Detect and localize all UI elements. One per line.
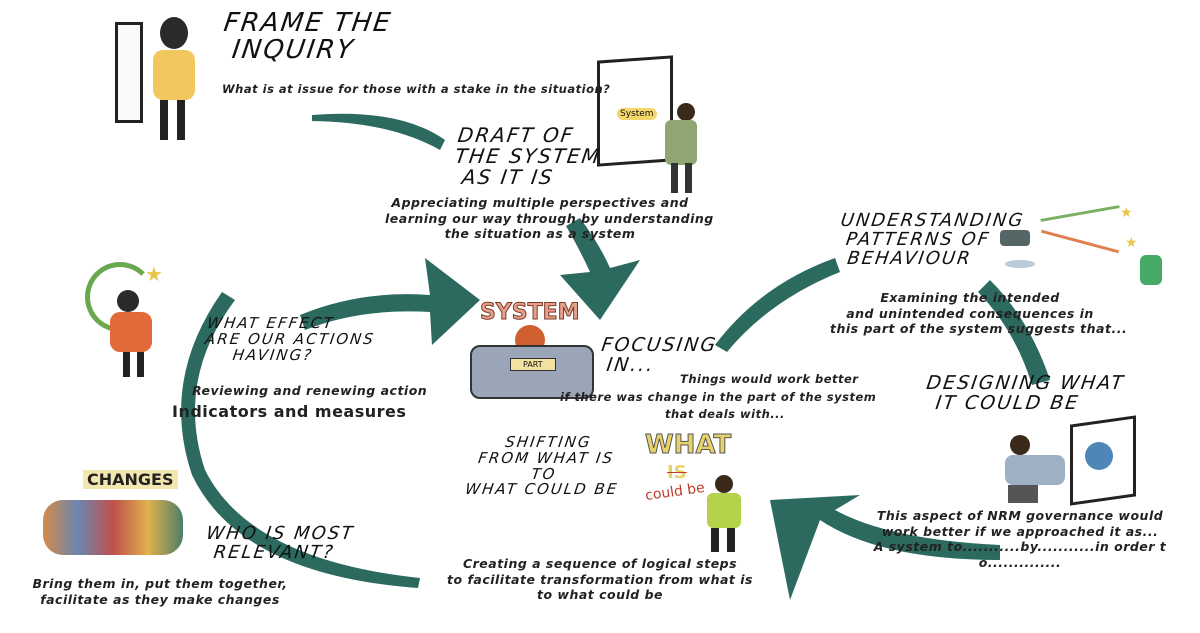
- is-word-crossed: IS: [667, 462, 687, 483]
- whiteboard-system-word: System: [617, 108, 657, 120]
- what-word: WHAT: [644, 430, 732, 461]
- title-line: Focusing: [599, 334, 719, 356]
- arrow-patterns-to-designing: [978, 280, 1050, 385]
- system-machine-illustration: SYSTEM PART: [470, 300, 595, 405]
- description-line: learning our way through by understandin…: [385, 210, 714, 226]
- frame-inquiry-title: Frame the Inquiry: [218, 8, 394, 66]
- shifting-title: Shifting from what is to what could be: [451, 433, 640, 499]
- focusing-in-description-line-2: if there was change in the part of the s…: [560, 390, 877, 404]
- designing-illustration: [990, 415, 1140, 506]
- focusing-in-description-line-3: that deals with...: [665, 407, 785, 421]
- description-line: Bring them in, put them together,: [32, 576, 288, 591]
- who-relevant-description: Bring them in, put them together, facili…: [30, 576, 290, 607]
- focusing-in-description-line-1: Things would work better: [680, 372, 859, 386]
- star-icon: ★: [1120, 205, 1133, 221]
- patterns-illustration: ★ ★: [1000, 200, 1170, 300]
- whiteboard-system-illustration: System: [597, 55, 717, 193]
- designing-description: This aspect of NRM governance would work…: [845, 508, 1195, 571]
- title-line: Designing what: [924, 372, 1127, 394]
- arrow-draft-to-focus: [560, 218, 640, 320]
- what-effect-description: Reviewing and renewing action Indicators…: [172, 383, 427, 422]
- star-icon: ★: [145, 262, 163, 286]
- arrow-designing-to-shifting: [770, 495, 1000, 600]
- focusing-in-title: Focusing in...: [597, 334, 719, 376]
- effect-person-illustration: ★: [85, 262, 185, 377]
- arrow-patterns-arc: [715, 258, 840, 352]
- title-line: what could be: [464, 480, 620, 499]
- indicators-measures-label: Indicators and measures: [172, 401, 407, 421]
- description-line: A system to...........by...........in or…: [873, 539, 1167, 570]
- title-line: it could be: [934, 391, 1081, 414]
- title-line: as it is: [460, 165, 556, 189]
- title-line: Behaviour: [846, 247, 974, 269]
- title-line: having?: [231, 345, 315, 364]
- title-line: Patterns of: [844, 228, 992, 250]
- arrow-frame-to-draft: [312, 113, 445, 150]
- title-line: Frame the: [221, 8, 394, 38]
- description-line: Creating a sequence of logical steps: [462, 556, 738, 571]
- changes-group-illustration: CHANGES: [38, 465, 188, 565]
- title-line: the system: [453, 144, 603, 168]
- arrow-effect-to-system: [300, 258, 480, 345]
- description-line: facilitate as they make changes: [40, 591, 280, 607]
- description-line: Examining the intended: [880, 290, 1060, 305]
- description-line: the situation as a system: [444, 226, 636, 242]
- arrow-left-cycle: [181, 292, 420, 588]
- shifting-description: Creating a sequence of logical steps to …: [440, 556, 760, 603]
- who-relevant-title: Who is most relevant?: [202, 523, 356, 563]
- part-label: PART: [510, 358, 556, 371]
- description-line: work better if we approached it as...: [881, 523, 1159, 539]
- description-line: to what could be: [536, 587, 664, 603]
- designing-title: Designing what it could be: [922, 372, 1127, 414]
- description-line: This aspect of NRM governance would: [876, 508, 1164, 523]
- description-line: to facilitate transformation from what i…: [447, 571, 753, 587]
- presenter-illustration: [115, 12, 210, 140]
- description-line: this part of the system suggests that...: [830, 321, 1128, 337]
- changes-sign: CHANGES: [83, 470, 178, 489]
- description-line: Appreciating multiple perspectives and: [391, 195, 689, 210]
- description-line: and unintended consequences in: [846, 305, 1094, 321]
- description-line: Reviewing and renewing action: [192, 383, 428, 398]
- system-machine-word: SYSTEM: [480, 300, 581, 326]
- draft-system-description: Appreciating multiple perspectives and l…: [385, 195, 714, 242]
- star-icon: ★: [1125, 235, 1138, 251]
- draft-system-title: Draft of the system as it is: [451, 123, 606, 189]
- could-be-word: could be: [644, 479, 706, 505]
- what-could-be-illustration: WHAT IS could be: [644, 430, 755, 555]
- patterns-description: Examining the intended and unintended co…: [830, 290, 1128, 337]
- frame-inquiry-description: What is at issue for those with a stake …: [222, 82, 611, 96]
- patterns-title: Understanding Patterns of Behaviour: [834, 210, 1025, 269]
- title-line: Inquiry: [230, 35, 357, 66]
- title-line: Draft of: [456, 123, 577, 147]
- what-effect-title: What effect are our actions having?: [202, 314, 378, 364]
- title-line: relevant?: [212, 541, 336, 563]
